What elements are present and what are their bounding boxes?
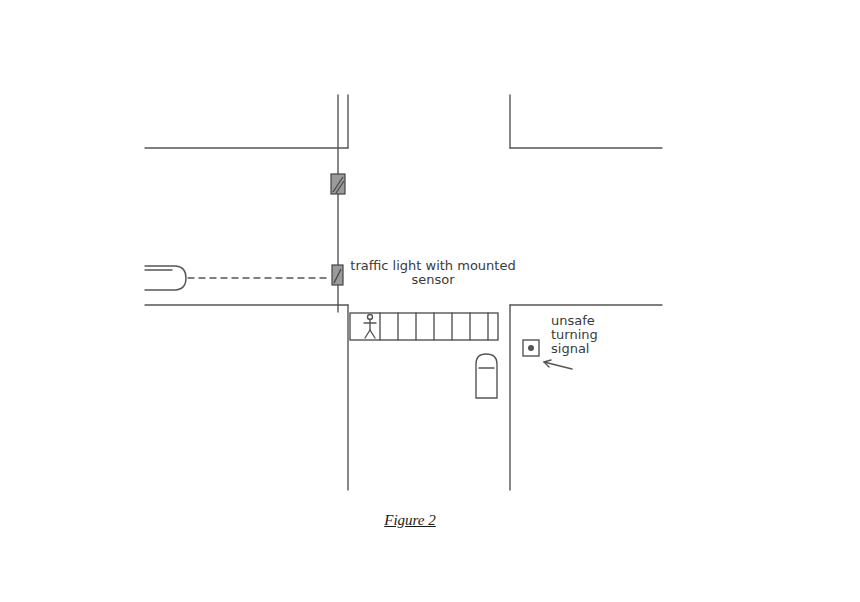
turning-signal-label: unsafe turning signal xyxy=(551,314,607,356)
figure-caption: Figure 2 xyxy=(330,512,490,529)
traffic-light-label: traffic light with mounted sensor xyxy=(344,259,522,287)
